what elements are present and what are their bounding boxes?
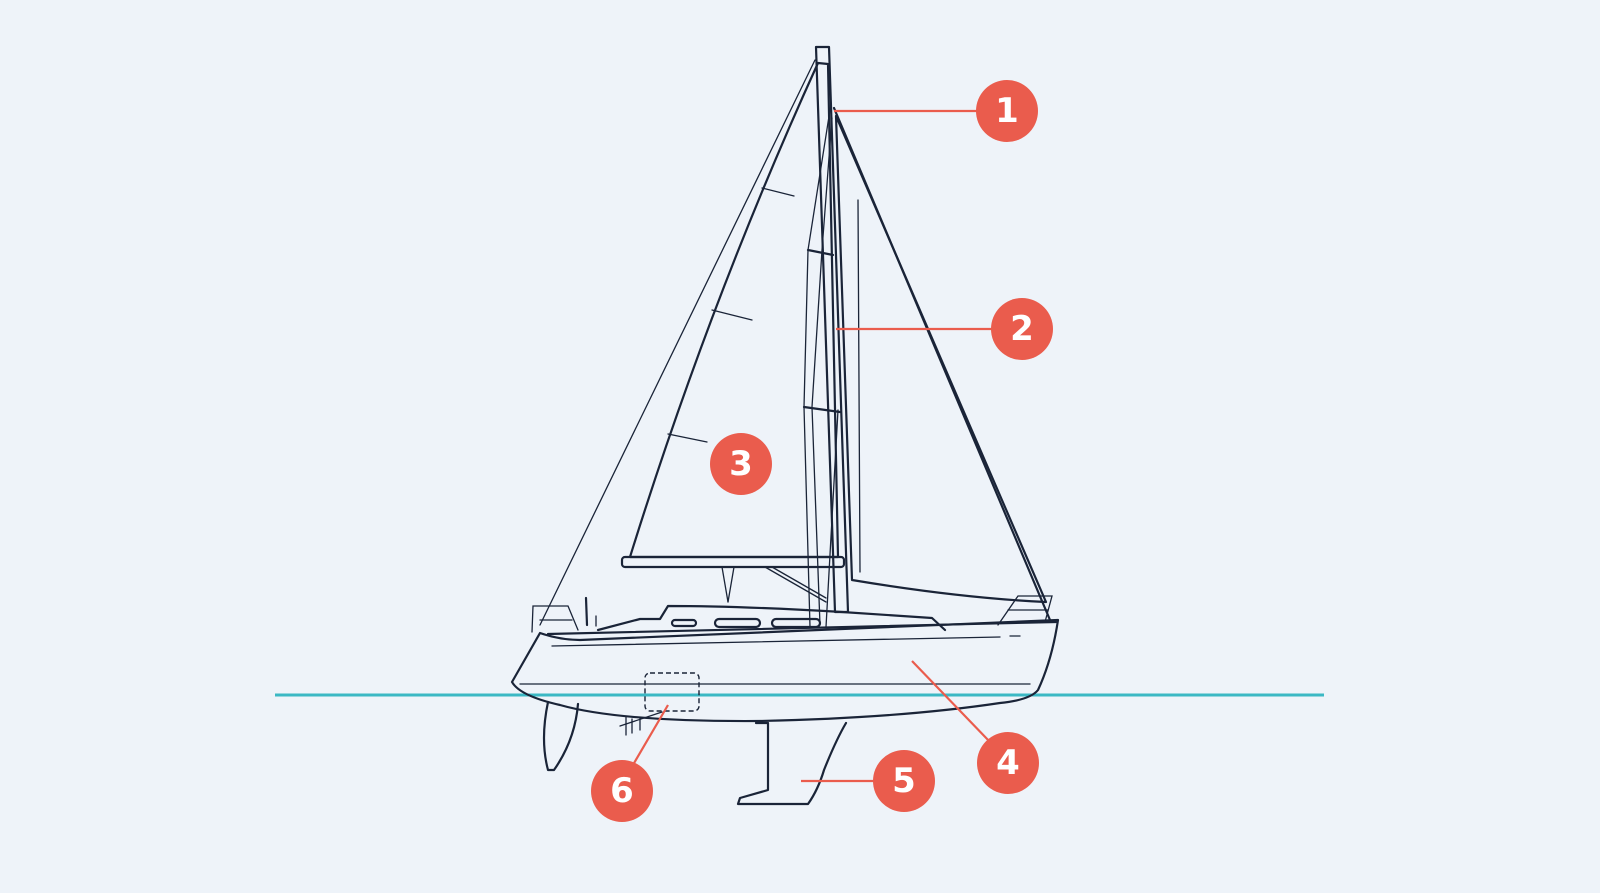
keel <box>736 721 848 806</box>
callout-3: 3 <box>710 433 772 495</box>
forestay <box>832 106 1052 622</box>
callout-2: 2 <box>991 298 1053 360</box>
callout-1: 1 <box>976 80 1038 142</box>
rails <box>531 595 1053 633</box>
propeller <box>619 711 663 736</box>
callout-3-label: 3 <box>729 444 753 484</box>
jib <box>834 114 1048 604</box>
engine-outline <box>644 672 700 712</box>
rudder <box>542 700 580 772</box>
callout-2-label: 2 <box>1010 309 1034 349</box>
boom <box>620 555 846 603</box>
cabin <box>596 604 947 632</box>
leader-4 <box>911 660 991 743</box>
callout-5: 5 <box>873 750 935 812</box>
shrouds <box>803 109 839 628</box>
callout-5-label: 5 <box>892 761 916 801</box>
callout-6-label: 6 <box>610 771 634 811</box>
hull <box>510 618 1060 723</box>
backstay <box>539 59 816 626</box>
leader-6 <box>629 704 669 771</box>
callout-1-label: 1 <box>995 91 1019 131</box>
callout-4: 4 <box>977 732 1039 794</box>
callout-4-label: 4 <box>996 743 1020 783</box>
upper-spreader <box>806 248 835 257</box>
lower-spreader <box>802 405 842 414</box>
callout-6: 6 <box>591 760 653 822</box>
mainsail <box>628 61 840 559</box>
